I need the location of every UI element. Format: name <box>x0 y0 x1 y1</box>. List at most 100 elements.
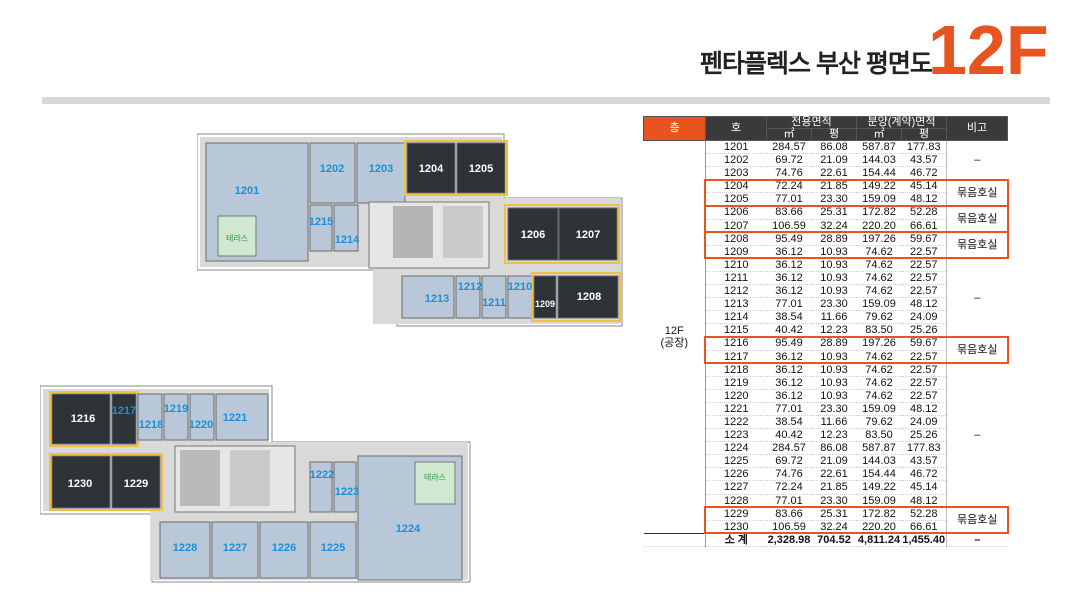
total-cell: 4,811.24 <box>856 532 902 547</box>
room-1211: 1211 <box>482 297 506 309</box>
value-cell: 172.82 <box>856 507 902 521</box>
note-cell: 묶음호실 <box>946 232 1008 259</box>
unit-cell: 1225 <box>705 454 767 469</box>
value-cell: 10.93 <box>811 363 857 377</box>
value-cell: 74.62 <box>856 376 902 390</box>
floor-cell-label: 12F <box>664 324 684 337</box>
value-cell: 40.42 <box>766 428 812 443</box>
floor-label: 12F <box>928 11 1049 89</box>
unit-cell: 1228 <box>705 494 767 508</box>
value-cell: 28.89 <box>811 336 857 351</box>
value-cell: 36.12 <box>766 376 812 390</box>
unit-cell: 1209 <box>705 245 767 259</box>
value-cell: 25.26 <box>901 323 947 338</box>
note-cell: 묶음호실 <box>946 205 1008 233</box>
room-1207: 1207 <box>576 229 600 241</box>
value-cell: 86.08 <box>811 140 857 155</box>
room-1219: 1219 <box>164 403 188 415</box>
value-cell: 48.12 <box>901 402 947 416</box>
value-cell: 74.62 <box>856 363 902 377</box>
value-cell: 32.24 <box>811 219 857 233</box>
value-cell: 36.12 <box>766 350 812 364</box>
value-cell: 79.62 <box>856 310 902 325</box>
value-cell: 52.28 <box>901 507 947 521</box>
value-cell: 86.08 <box>811 441 857 456</box>
room-1201: 1201 <box>235 185 259 197</box>
value-cell: 43.57 <box>901 454 947 469</box>
value-cell: 10.93 <box>811 389 857 403</box>
value-cell: 74.76 <box>766 166 812 181</box>
floor-cell: 12F(공장) <box>643 140 706 534</box>
value-cell: 74.62 <box>856 258 902 272</box>
unit-cell: 1217 <box>705 350 767 364</box>
value-cell: 10.93 <box>811 284 857 299</box>
value-cell: 66.61 <box>901 219 947 233</box>
room-1228: 1228 <box>173 542 197 554</box>
floor-plan-lower: 1216 1217 1218 1219 1220 1221 1230 1229 … <box>40 384 480 584</box>
terrace-label: 테라스 <box>226 234 248 243</box>
value-cell: 10.93 <box>811 258 857 272</box>
value-cell: 24.09 <box>901 415 947 430</box>
value-cell: 46.72 <box>901 467 947 482</box>
value-cell: 38.54 <box>766 415 812 430</box>
value-cell: 36.12 <box>766 245 812 259</box>
room-1224: 1224 <box>396 523 421 535</box>
value-cell: 10.93 <box>811 350 857 364</box>
value-cell: 154.44 <box>856 467 902 482</box>
room-1205: 1205 <box>469 163 493 175</box>
value-cell: 95.49 <box>766 336 812 351</box>
value-cell: 24.09 <box>901 310 947 325</box>
unit-cell: 1208 <box>705 232 767 246</box>
value-cell: 177.83 <box>901 140 947 155</box>
value-cell: 72.24 <box>766 480 812 495</box>
value-cell: 52.28 <box>901 205 947 220</box>
value-cell: 22.61 <box>811 467 857 482</box>
value-cell: 177.83 <box>901 441 947 456</box>
header-pyeong-2: 평 <box>901 128 947 141</box>
value-cell: 36.12 <box>766 389 812 403</box>
value-cell: 74.62 <box>856 245 902 259</box>
header-floor: 층 <box>643 116 706 141</box>
room-1208: 1208 <box>577 291 601 303</box>
value-cell: 74.62 <box>856 271 902 286</box>
value-cell: 46.72 <box>901 166 947 181</box>
unit-cell: 1218 <box>705 363 767 377</box>
room-1213: 1213 <box>425 293 449 305</box>
room-1206: 1206 <box>521 229 545 241</box>
room-1223: 1223 <box>335 486 359 498</box>
room-1225: 1225 <box>321 542 345 554</box>
unit-cell: 1227 <box>705 480 767 495</box>
value-cell: 83.66 <box>766 507 812 521</box>
unit-cell: 1205 <box>705 192 767 207</box>
unit-cell: 1206 <box>705 205 767 220</box>
value-cell: 74.62 <box>856 350 902 364</box>
room-1209: 1209 <box>535 299 555 309</box>
floor-cell-sublabel: (공장) <box>660 336 689 349</box>
unit-cell: 1211 <box>705 271 767 286</box>
value-cell: 25.26 <box>901 428 947 443</box>
value-cell: 36.12 <box>766 284 812 299</box>
page-title: 펜타플렉스 부산 평면도 <box>700 50 933 78</box>
area-table: 층 호 전용면적 분양(계약)면적 비고 ㎡ 평 ㎡ 평 12F(공장)1201… <box>643 116 1008 547</box>
unit-cell: 1212 <box>705 284 767 299</box>
value-cell: 59.67 <box>901 336 947 351</box>
room-1221: 1221 <box>223 412 247 424</box>
total-cell: 704.52 <box>811 532 857 547</box>
room-1227: 1227 <box>223 542 247 554</box>
value-cell: 159.09 <box>856 297 902 312</box>
value-cell: 23.30 <box>811 297 857 312</box>
value-cell: 22.57 <box>901 389 947 403</box>
room-1216: 1216 <box>71 413 95 425</box>
terrace-label-2: 테라스 <box>424 473 446 482</box>
value-cell: 23.30 <box>811 402 857 416</box>
value-cell: 74.76 <box>766 467 812 482</box>
